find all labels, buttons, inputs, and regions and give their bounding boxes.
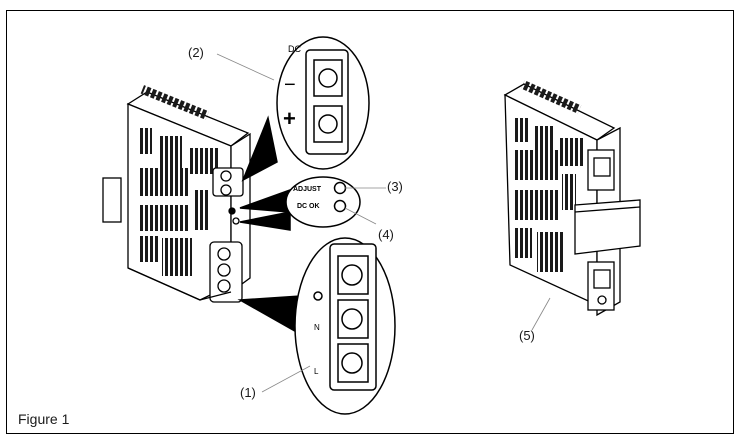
adjust-pot — [232, 217, 240, 225]
zoom-input-terminals — [237, 237, 396, 415]
callout-4: (4) — [378, 227, 394, 242]
dc-ok-led — [228, 207, 236, 215]
din-rail — [574, 199, 641, 255]
callout-2: (2) — [188, 45, 204, 60]
plus-sign: + — [283, 106, 296, 131]
dc-ok-label: DC OK — [297, 203, 320, 210]
callout-3: (3) — [387, 179, 403, 194]
terminal-l-label: L — [314, 367, 319, 376]
power-supply-front-view — [102, 85, 251, 303]
adjust-label: ADJUST — [293, 186, 322, 193]
minus-sign: − — [284, 74, 296, 96]
zoom-output-terminals — [241, 36, 370, 182]
terminal-n-label: N — [314, 323, 320, 332]
callout-1: (1) — [240, 385, 256, 400]
leader-lines — [216, 53, 551, 393]
zoom-led-adjust — [239, 176, 361, 231]
din-rail-clip — [102, 177, 122, 223]
figure-caption: Figure 1 — [18, 411, 70, 427]
callout-5: (5) — [519, 328, 535, 343]
power-supply-rear-view — [503, 80, 641, 317]
terminal-label-top: DC — [288, 44, 301, 54]
